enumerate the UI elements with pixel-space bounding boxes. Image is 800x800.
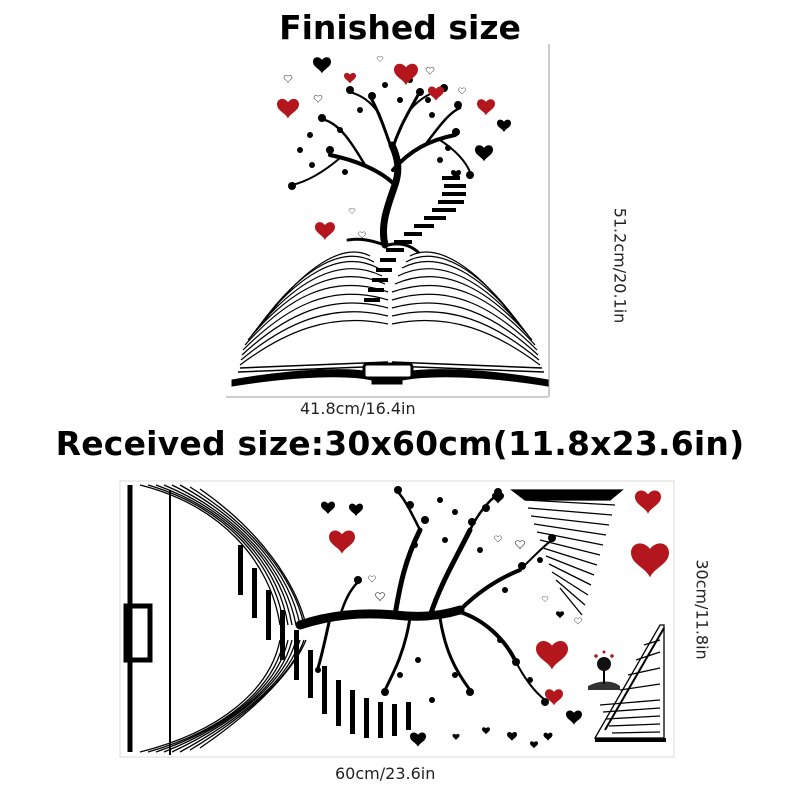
received-size-title: Received size:30x60cm(11.8x23.6in) (55, 424, 745, 463)
heart-icon (394, 63, 418, 86)
heart-icon (315, 222, 335, 240)
heart-icon (358, 231, 366, 239)
book-icon (231, 251, 549, 387)
tree-leaves (315, 486, 556, 706)
received-width-label: 60cm/23.6in (335, 764, 436, 783)
stairs-icon (238, 545, 411, 738)
heart-icon (458, 87, 466, 95)
book-right-piece (510, 489, 666, 742)
heart-icon (348, 208, 356, 214)
stairs-icon (364, 176, 466, 302)
finished-artwork (231, 56, 549, 387)
finished-size-title: Finished size (279, 8, 521, 47)
heart-icon (475, 145, 493, 162)
tree-leaves (288, 77, 474, 190)
heart-icon (425, 67, 435, 75)
heart-icon (477, 99, 495, 116)
finished-dimension-guides (226, 44, 550, 398)
heart-icon (313, 57, 331, 74)
heart-icon (344, 72, 356, 84)
heart-icon (313, 95, 323, 103)
heart-icon (376, 56, 384, 62)
heart-icon (283, 75, 293, 83)
finished-width-label: 41.8cm/16.4in (300, 399, 416, 418)
heart-icon (497, 119, 511, 133)
received-sheet (119, 480, 675, 758)
mini-tree-icon (588, 650, 620, 690)
heart-icon (277, 98, 299, 119)
